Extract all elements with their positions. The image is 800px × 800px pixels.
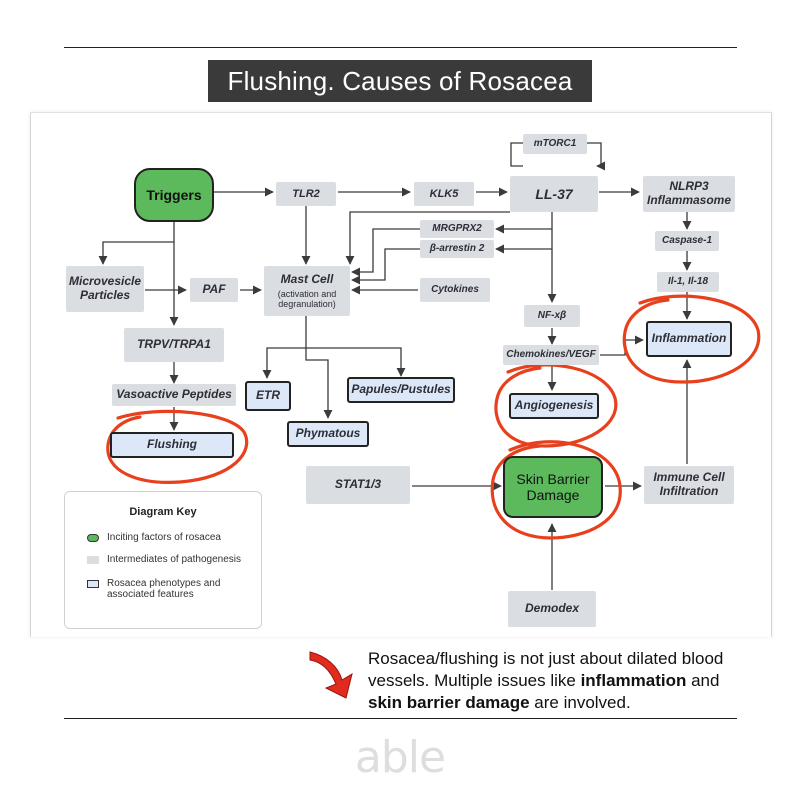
highlight-circle-skinbarrier bbox=[490, 440, 622, 540]
callout-bold-inflammation: inflammation bbox=[580, 671, 687, 691]
node-etr: ETR bbox=[245, 381, 291, 411]
key-title: Diagram Key bbox=[129, 506, 197, 518]
node-microvesicle: Microvesicle Particles bbox=[66, 266, 144, 312]
arrow-triggers-microvesicle bbox=[98, 241, 174, 265]
arrow-barrestin-mastcell bbox=[351, 248, 420, 285]
node-paf: PAF bbox=[190, 278, 238, 302]
node-tlr2: TLR2 bbox=[276, 182, 336, 206]
key-label-blue: Rosacea phenotypes and associated featur… bbox=[107, 578, 221, 600]
key-swatch-blue bbox=[87, 580, 99, 588]
arrow-mrgprx2-mastcell bbox=[351, 228, 420, 277]
node-cytokines: Cytokines bbox=[420, 278, 490, 302]
node-trpv: TRPV/TRPA1 bbox=[124, 328, 224, 362]
node-flushing: Flushing bbox=[110, 432, 234, 458]
node-papules: Papules/Pustules bbox=[347, 377, 455, 403]
node-chemokines: Chemokines/VEGF bbox=[503, 345, 599, 365]
node-phymatous: Phymatous bbox=[287, 421, 369, 447]
page-title: Flushing. Causes of Rosacea bbox=[208, 60, 592, 102]
arrow-ll37-mastcell bbox=[345, 211, 510, 265]
node-ll37: LL-37 bbox=[510, 176, 598, 212]
arrow-mtorc1-loop bbox=[510, 142, 523, 167]
node-demodex: Demodex bbox=[508, 591, 596, 627]
node-angiogenesis: Angiogenesis bbox=[509, 393, 599, 419]
node-nfkb: NF-xβ bbox=[524, 305, 580, 327]
node-nlrp3: NLRP3 Inflammasome bbox=[643, 176, 735, 212]
node-immunecell: Immune Cell Infiltration bbox=[644, 466, 734, 504]
node-klk5: KLK5 bbox=[414, 182, 474, 206]
key-swatch-gray bbox=[87, 556, 99, 564]
key-row-green: Inciting factors of rosacea bbox=[87, 532, 221, 543]
key-label-gray: Intermediates of pathogenesis bbox=[107, 554, 241, 565]
highlight-circle-flushing bbox=[106, 409, 249, 484]
node-vasoactive: Vasoactive Peptides bbox=[112, 384, 236, 406]
node-il: Il-1, Il-18 bbox=[657, 272, 719, 292]
arrow-mastcell-phymatous bbox=[305, 348, 333, 419]
callout-part2: and bbox=[686, 671, 720, 691]
mastcell-sublabel: (activation and degranulation) bbox=[277, 288, 337, 309]
node-inflammation: Inflammation bbox=[646, 321, 732, 357]
node-skinbarrier: Skin Barrier Damage bbox=[503, 456, 603, 518]
highlight-circle-angiogenesis bbox=[494, 363, 618, 448]
diagram-key: Diagram Key Inciting factors of rosacea … bbox=[64, 491, 262, 629]
top-divider bbox=[64, 47, 737, 48]
arrow-ll37-barrestin bbox=[495, 229, 553, 254]
node-mrgprx2: MRGPRX2 bbox=[420, 220, 494, 238]
node-barrestin2: β-arrestin 2 bbox=[420, 240, 494, 258]
key-row-blue: Rosacea phenotypes and associated featur… bbox=[87, 578, 237, 600]
highlight-circle-inflammation bbox=[622, 294, 761, 384]
callout-part3: are involved. bbox=[529, 693, 631, 713]
callout-bold-skin-barrier: skin barrier damage bbox=[368, 693, 530, 713]
bottom-divider bbox=[64, 718, 737, 719]
node-caspase1: Caspase-1 bbox=[655, 231, 719, 251]
node-mtorc1: mTORC1 bbox=[523, 134, 587, 154]
arrow-ll37-mrgprx2 bbox=[495, 212, 553, 234]
mastcell-label: Mast Cell bbox=[280, 271, 334, 286]
key-label-green: Inciting factors of rosacea bbox=[107, 532, 221, 543]
arrow-mtorc1-ll37 bbox=[587, 142, 606, 171]
able-logo: able bbox=[354, 732, 446, 783]
callout-text: Rosacea/flushing is not just about dilat… bbox=[368, 648, 758, 714]
node-stat: STAT1/3 bbox=[306, 466, 410, 504]
key-row-gray: Intermediates of pathogenesis bbox=[87, 554, 241, 565]
arrow-mastcell-papules bbox=[306, 347, 406, 377]
callout-arrow-icon bbox=[309, 651, 353, 699]
key-swatch-green bbox=[87, 534, 99, 542]
node-triggers: Triggers bbox=[134, 168, 214, 222]
callout-part1: Rosacea/flushing is not just about dilat… bbox=[368, 649, 724, 691]
node-mastcell: Mast Cell (activation and degranulation) bbox=[264, 266, 350, 316]
arrow-chemokines-inflammation bbox=[600, 335, 644, 356]
highlight-circles bbox=[106, 294, 761, 540]
arrow-mastcell-etr bbox=[262, 316, 307, 379]
